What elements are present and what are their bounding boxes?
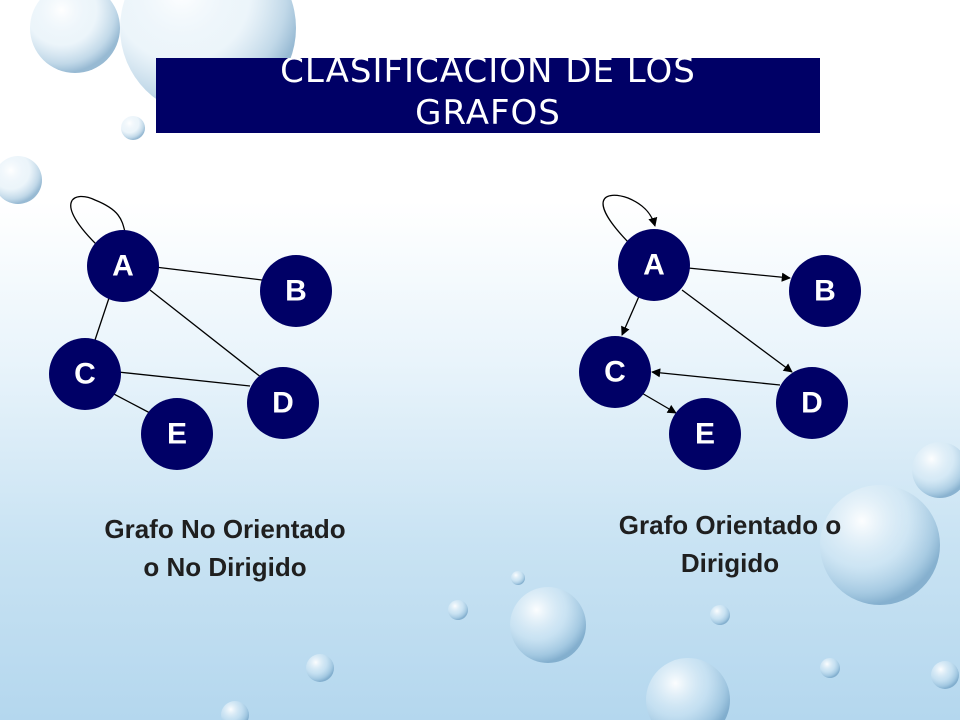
edge-a-to-c xyxy=(621,293,641,336)
edge-a-to-b xyxy=(687,267,791,282)
undirected-caption-line-1: Grafo No Orientado xyxy=(104,514,346,544)
bubble xyxy=(820,658,840,678)
node-a xyxy=(87,230,159,302)
edge-a-b xyxy=(154,266,263,281)
bubble xyxy=(646,658,730,720)
node-label-a: A xyxy=(112,250,134,283)
bubble xyxy=(121,116,145,140)
node-label-d-directed: D xyxy=(801,387,823,420)
directed-nodes: A B C D E xyxy=(579,229,861,470)
bubble xyxy=(710,605,730,625)
node-d xyxy=(247,367,319,439)
bubble xyxy=(448,600,468,620)
bubble xyxy=(221,701,249,720)
undirected-caption-line-2: o No Dirigido xyxy=(143,552,307,582)
undirected-edges xyxy=(70,195,263,414)
directed-caption-line-1: Grafo Orientado o xyxy=(618,510,842,540)
bubble xyxy=(306,654,334,682)
node-label-b-directed: B xyxy=(814,275,836,308)
edge-a-c xyxy=(94,294,111,341)
node-label-b: B xyxy=(285,275,307,308)
directed-graph: A B C D E xyxy=(579,194,861,470)
node-b xyxy=(260,255,332,327)
bubble xyxy=(30,0,120,73)
slide-title: CLASIFICACIÓN DE LOS GRAFOS xyxy=(156,58,820,133)
edge-a-to-d xyxy=(681,289,793,373)
node-label-e: E xyxy=(167,418,187,451)
node-label-c: C xyxy=(74,358,96,391)
bubble xyxy=(931,661,959,689)
directed-edges xyxy=(602,194,793,414)
node-label-c-directed: C xyxy=(604,356,626,389)
edge-c-to-e xyxy=(639,391,677,414)
bubble xyxy=(510,587,586,663)
edge-a-d xyxy=(149,289,263,379)
edge-a-a-loop xyxy=(70,195,126,249)
edge-c-e xyxy=(109,391,151,414)
edge-d-to-c xyxy=(651,368,781,386)
node-a-directed xyxy=(618,229,690,301)
node-label-a-directed: A xyxy=(643,249,665,282)
directed-caption-line-2: Dirigido xyxy=(680,548,780,578)
node-e-directed xyxy=(669,398,741,470)
bubble xyxy=(0,156,42,204)
directed-caption: Grafo Orientado o Dirigido xyxy=(545,506,915,582)
node-c xyxy=(49,338,121,410)
title-line-1: CLASIFICACIÓN DE LOS xyxy=(280,58,696,91)
node-label-d: D xyxy=(272,387,294,420)
node-d-directed xyxy=(776,367,848,439)
undirected-caption: Grafo No Orientado o No Dirigido xyxy=(40,510,410,586)
bubble xyxy=(511,571,525,585)
node-b-directed xyxy=(789,255,861,327)
undirected-nodes: A B C D E xyxy=(49,230,332,470)
title-line-2: GRAFOS xyxy=(415,93,561,133)
title-banner: CLASIFICACIÓN DE LOS GRAFOS xyxy=(156,58,820,133)
bubble xyxy=(912,442,960,498)
undirected-graph: A B C D E xyxy=(49,195,332,470)
node-label-e-directed: E xyxy=(695,418,715,451)
node-c-directed xyxy=(579,336,651,408)
bubble xyxy=(820,485,940,605)
node-e xyxy=(141,398,213,470)
edge-a-a-loop-directed xyxy=(602,194,658,245)
edge-c-d xyxy=(117,371,251,387)
